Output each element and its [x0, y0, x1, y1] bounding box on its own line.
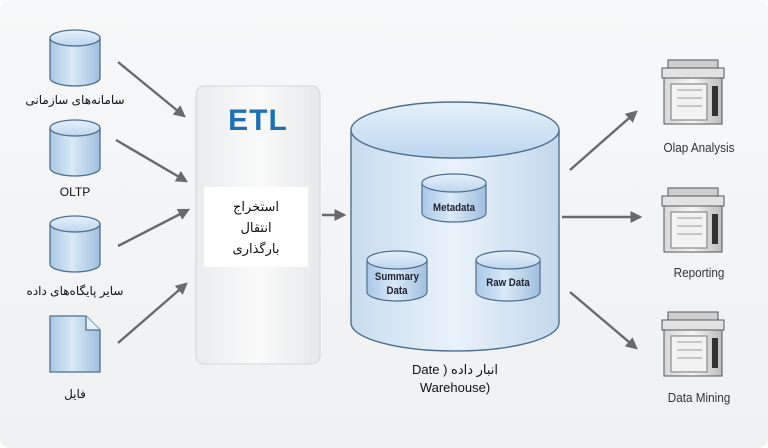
arrow-source2-to-etl	[115, 138, 189, 183]
summary-data-label-line1: Summary	[374, 271, 420, 283]
reporting-server-icon	[661, 187, 725, 253]
output-label-reporting: Reporting	[673, 265, 725, 280]
etl-step-load: بارگذاری	[232, 240, 280, 256]
source-database-icon-2	[49, 119, 101, 177]
output-label-olap: Olap Analysis	[663, 140, 735, 155]
arrow-source3-to-etl	[117, 208, 191, 248]
etl-step-extract: استخراج	[233, 198, 279, 214]
source-label-3: سایر پایگاه‌های داده	[26, 284, 124, 298]
arrow-file-to-etl	[117, 282, 188, 344]
output-label-datamining: Data Mining	[667, 390, 731, 405]
metadata-cylinder-icon	[421, 173, 487, 223]
olap-server-icon	[661, 59, 725, 125]
raw-data-label: Raw Data	[486, 277, 530, 289]
file-icon	[49, 315, 101, 373]
raw-data-cylinder-icon	[475, 250, 541, 302]
source-database-icon-3	[49, 215, 101, 273]
metadata-label: Metadata	[433, 202, 475, 214]
summary-data-cylinder-icon	[366, 250, 428, 302]
warehouse-cylinder-icon	[350, 101, 560, 352]
datamining-server-icon	[661, 311, 725, 377]
arrow-source1-to-etl	[117, 61, 186, 118]
etl-title: ETL	[228, 104, 288, 137]
source-database-icon-1	[49, 29, 101, 87]
summary-data-label-line2: Data	[386, 285, 408, 297]
etl-step-transform: انتقال	[240, 219, 272, 235]
source-label-2: OLTP	[59, 185, 91, 199]
source-label-1: سامانه‌های سازمانی	[25, 93, 125, 107]
etl-steps-panel: استخراج انتقال بارگذاری	[204, 187, 308, 267]
warehouse-label-line1: انبار داده ( Date	[411, 362, 499, 377]
arrow-warehouse-to-datamining	[569, 291, 638, 350]
warehouse-label-line2: Warehouse)	[419, 380, 491, 395]
source-label-4: فایل	[64, 387, 86, 401]
arrow-warehouse-to-olap	[569, 110, 638, 171]
